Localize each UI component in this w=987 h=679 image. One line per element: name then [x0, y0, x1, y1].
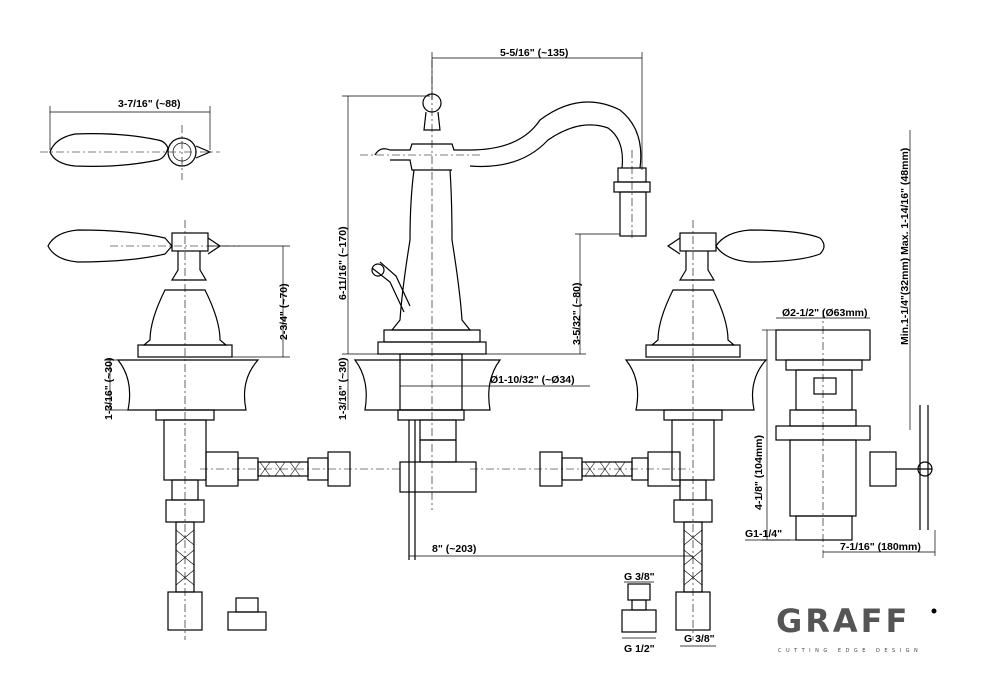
right-valve: [409, 220, 825, 647]
dim-fitting-top: G 3/8": [624, 571, 655, 583]
dim-deck-left: 1-3/16" (~30): [103, 358, 115, 420]
dim-hose-thread: G 3/8": [684, 633, 715, 645]
dim-spread: 8" (~203): [432, 543, 476, 555]
dim-spout-height: 3-5/32" (~80): [571, 283, 583, 345]
right-hose: [470, 451, 690, 487]
dim-drain-thread: G1-1/4": [745, 528, 782, 540]
logo-brand: GRAFF: [776, 602, 910, 640]
left-valve: [47, 220, 290, 640]
dim-fitting-bottom: G 1/2": [624, 643, 655, 655]
dim-deck-center: 1-3/16" (~30): [337, 358, 349, 420]
handle-detail-top: [40, 106, 220, 180]
dim-overall-height: 6-11/16" (~170): [337, 226, 349, 300]
dim-handle-height: 2-3/4" (~70): [278, 283, 290, 340]
logo-dot: [931, 608, 937, 614]
center-spout: [342, 52, 651, 560]
pop-up-drain: [745, 130, 936, 560]
fittings: [227, 581, 657, 639]
dim-base-diameter: Ø1-10/32" (~Ø34): [490, 374, 575, 386]
dim-drain-diameter: Ø2-1/2" (Ø63mm): [782, 307, 868, 319]
dim-handle-length: 3-7/16" (~88): [118, 98, 180, 110]
graff-logo: GRAFF CUTTING EDGE DESIGN: [776, 602, 937, 654]
dim-drain-depth: 7-1/16" (180mm): [840, 541, 921, 553]
logo-tagline: CUTTING EDGE DESIGN: [778, 648, 922, 654]
left-hose: [200, 451, 400, 487]
dim-spout-reach: 5-5/16" (~135): [500, 47, 568, 59]
dim-drain-range: Min.1-1/4"(32mm) Max. 1-14/16" (48mm): [899, 148, 911, 345]
dim-drain-height: 4-1/8" (104mm): [753, 435, 765, 510]
